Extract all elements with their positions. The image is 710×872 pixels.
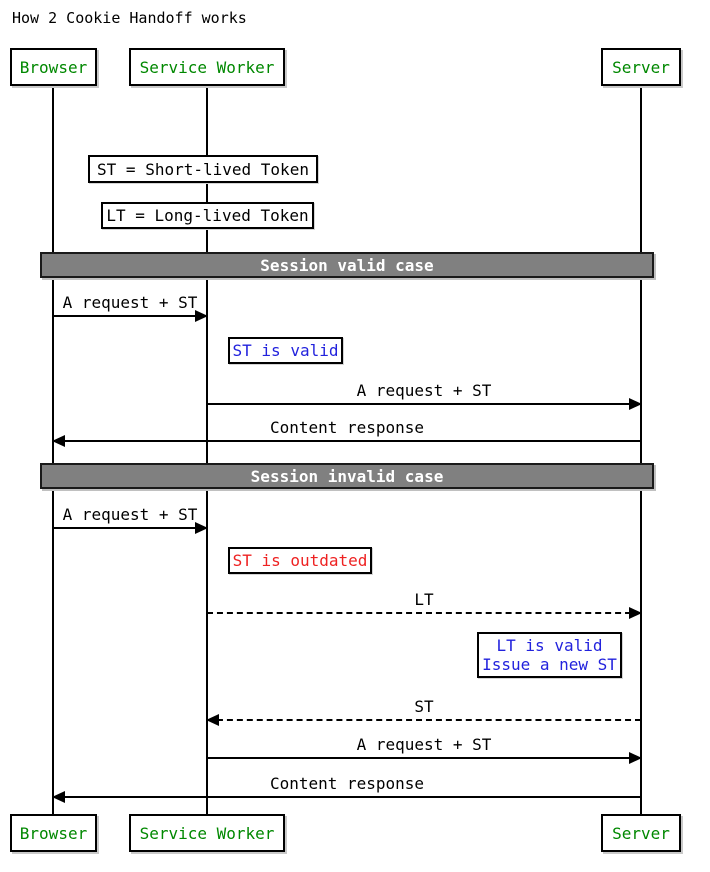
message-arrow bbox=[207, 607, 642, 619]
note-st-outdated: ST is outdated bbox=[228, 547, 372, 574]
actor-box-service-worker-top: Service Worker bbox=[129, 48, 285, 86]
actor-label: Browser bbox=[19, 57, 88, 77]
arrowhead-right-icon bbox=[195, 310, 208, 322]
message-request-st-1: A request + ST bbox=[53, 293, 208, 322]
note-text-line2: Issue a new ST bbox=[482, 655, 617, 674]
arrowhead-left-icon bbox=[206, 714, 219, 726]
message-arrow bbox=[207, 398, 642, 410]
message-label: A request + ST bbox=[356, 735, 492, 754]
message-label: A request + ST bbox=[62, 293, 198, 312]
message-label: Content response bbox=[269, 774, 425, 793]
message-request-st-4: A request + ST bbox=[207, 735, 642, 764]
message-arrow bbox=[53, 310, 208, 322]
arrowhead-right-icon bbox=[195, 522, 208, 534]
divider-label: Session invalid case bbox=[250, 466, 444, 486]
message-label: ST bbox=[414, 697, 434, 716]
arrowhead-left-icon bbox=[52, 791, 65, 803]
actor-box-server-top: Server bbox=[601, 48, 681, 86]
message-st: ST bbox=[206, 697, 641, 726]
message-arrow bbox=[207, 752, 642, 764]
divider-session-invalid: Session invalid case bbox=[40, 463, 654, 489]
arrowhead-right-icon bbox=[629, 607, 642, 619]
lifeline-service-worker bbox=[206, 86, 208, 814]
note-st-valid: ST is valid bbox=[228, 337, 343, 364]
actor-label: Server bbox=[612, 57, 670, 77]
note-text-line1: LT is valid bbox=[496, 636, 603, 655]
message-content-response-1: Content response bbox=[52, 418, 641, 447]
note-text: ST is outdated bbox=[232, 551, 368, 570]
diagram-title: How 2 Cookie Handoff works bbox=[12, 9, 247, 27]
message-arrow bbox=[52, 435, 641, 447]
note-text: ST = Short-lived Token bbox=[97, 159, 309, 179]
arrowhead-left-icon bbox=[52, 435, 65, 447]
message-lt: LT bbox=[207, 590, 642, 619]
actor-label: Service Worker bbox=[139, 57, 275, 77]
message-content-response-2: Content response bbox=[52, 774, 641, 803]
actor-box-server-bottom: Server bbox=[601, 814, 681, 852]
message-request-st-2: A request + ST bbox=[207, 381, 642, 410]
message-request-st-3: A request + ST bbox=[53, 505, 208, 534]
divider-session-valid: Session valid case bbox=[40, 252, 654, 278]
actor-label: Browser bbox=[19, 823, 88, 843]
actor-box-browser-top: Browser bbox=[10, 48, 97, 86]
message-arrow bbox=[53, 522, 208, 534]
note-lt-definition: LT = Long-lived Token bbox=[101, 202, 314, 229]
message-arrow bbox=[206, 714, 641, 726]
note-st-definition: ST = Short-lived Token bbox=[88, 155, 318, 183]
lifeline-server bbox=[640, 86, 642, 814]
actor-box-browser-bottom: Browser bbox=[10, 814, 97, 852]
note-text: ST is valid bbox=[232, 341, 339, 360]
message-label: Content response bbox=[269, 418, 425, 437]
arrowhead-right-icon bbox=[629, 752, 642, 764]
divider-label: Session valid case bbox=[260, 255, 434, 275]
message-label: A request + ST bbox=[62, 505, 198, 524]
message-label: A request + ST bbox=[356, 381, 492, 400]
actor-label: Server bbox=[612, 823, 670, 843]
message-arrow bbox=[52, 791, 641, 803]
arrowhead-right-icon bbox=[629, 398, 642, 410]
actor-label: Service Worker bbox=[139, 823, 275, 843]
lifeline-browser bbox=[52, 86, 54, 814]
note-lt-valid: LT is valid Issue a new ST bbox=[477, 632, 622, 678]
note-text: LT = Long-lived Token bbox=[106, 206, 309, 225]
actor-box-service-worker-bottom: Service Worker bbox=[129, 814, 285, 852]
message-label: LT bbox=[414, 590, 434, 609]
